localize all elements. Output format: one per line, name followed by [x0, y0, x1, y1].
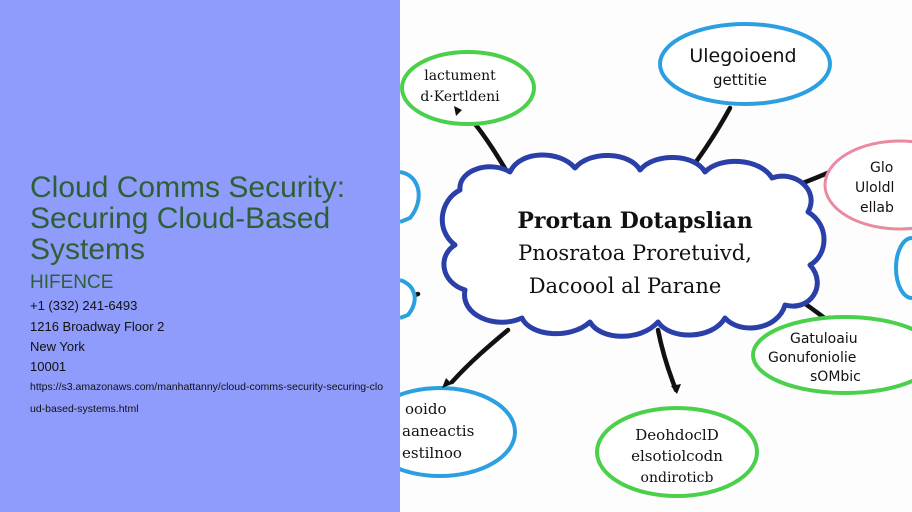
node-right-lower: Gatuloaiu Gonufoniolie sOMbic	[751, 315, 912, 395]
node-top-left-line-1: lactument	[424, 68, 496, 84]
node-bottom-left-line-2: aaneactis	[402, 422, 474, 440]
mind-map-drawing: lactument d·Kertldeni Ulegoioend gettiti…	[400, 22, 912, 498]
node-bottom-left: ooido aaneactis estilnoo	[400, 386, 517, 478]
cloud-line-2: Pnosratoa Proretuivd,	[518, 241, 752, 265]
node-top-left: lactument d·Kertldeni	[400, 50, 536, 126]
street-address: 1216 Broadway Floor 2	[30, 319, 165, 334]
phone-number[interactable]: +1 (332) 241-6493	[30, 298, 138, 313]
city: New York	[30, 339, 85, 354]
node-left-upper-edge	[400, 170, 421, 224]
node-bottom-center-line-3: ondiroticb	[641, 470, 714, 486]
node-bottom-center-line-1: DeohdoclD	[635, 426, 718, 444]
node-bottom-left-line-3: estilnoo	[402, 444, 462, 462]
node-right-edge	[894, 236, 912, 300]
page-title: Cloud Comms Security: Securing Cloud-Bas…	[30, 171, 346, 266]
zip-code: 10001	[30, 359, 67, 374]
node-right-lower-line-2: Gonufoniolie	[768, 350, 856, 366]
central-cloud: Prortan Dotapslian Pnosratoa Proretuivd,…	[439, 152, 827, 339]
node-top-right-line-2: gettitie	[713, 71, 767, 89]
node-bottom-left-line-1: ooido	[405, 400, 447, 418]
node-bottom-center-line-2: elsotiolcodn	[631, 447, 723, 465]
node-bottom-center: DeohdoclD elsotiolcodn ondiroticb	[595, 406, 759, 498]
node-right-upper: Glo Uloldl ellab	[823, 139, 912, 231]
node-left-lower-edge	[400, 278, 417, 320]
node-right-upper-line-1: Glo	[870, 160, 893, 176]
cloud-line-3: Dacoool al Parane	[529, 274, 722, 298]
node-right-upper-line-3: ellab	[860, 200, 894, 216]
page-url[interactable]: https://s3.amazonaws.com/manhattanny/clo…	[30, 376, 388, 420]
page-url-link[interactable]: https://s3.amazonaws.com/manhattanny/clo…	[30, 381, 384, 415]
info-sidebar: Cloud Comms Security: Securing Cloud-Bas…	[0, 0, 400, 512]
mind-map-illustration: lactument d·Kertldeni Ulegoioend gettiti…	[400, 0, 912, 512]
company-name: HIFENCE	[30, 272, 114, 293]
node-right-lower-line-3: sOMbic	[810, 369, 861, 385]
node-right-lower-line-1: Gatuloaiu	[790, 331, 858, 347]
cloud-line-1: Prortan Dotapslian	[517, 208, 752, 234]
node-right-upper-line-2: Uloldl	[855, 180, 894, 196]
node-top-right-line-1: Ulegoioend	[689, 45, 796, 67]
node-top-left-line-2: d·Kertldeni	[420, 89, 500, 105]
node-top-right: Ulegoioend gettitie	[658, 22, 832, 106]
